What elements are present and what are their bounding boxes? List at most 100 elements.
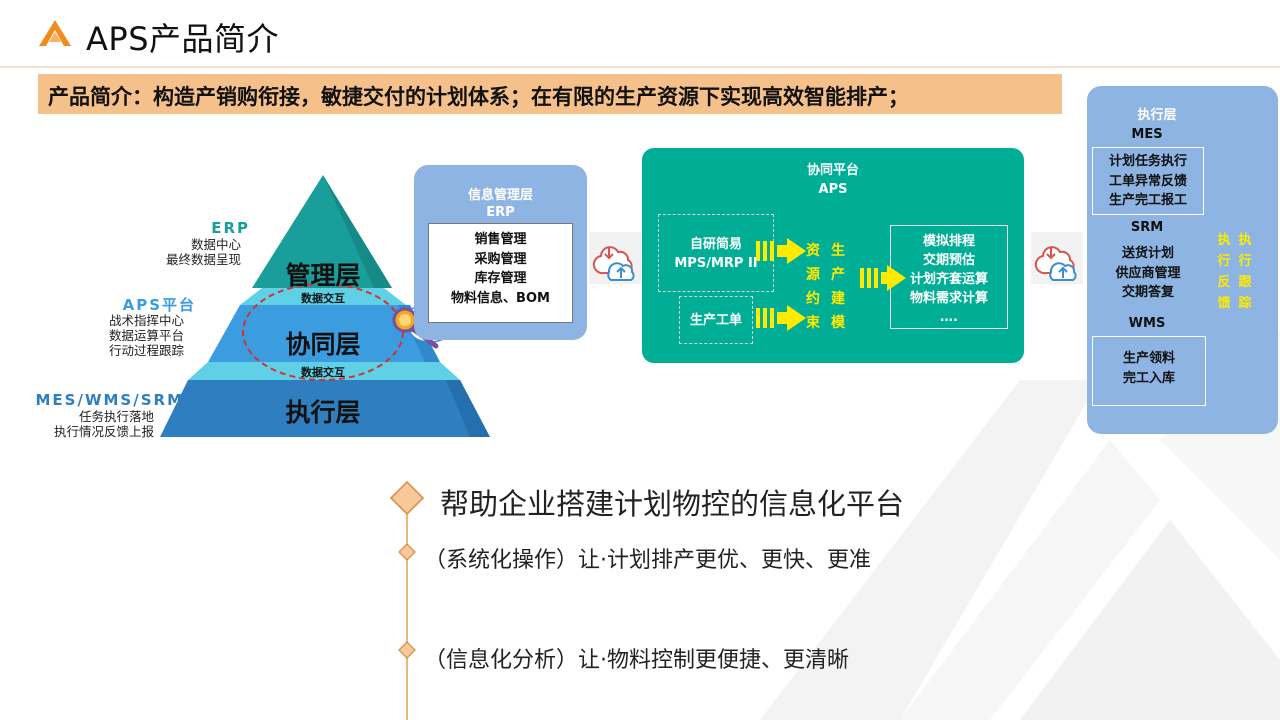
- work-order-label: 生产工单: [689, 313, 742, 328]
- info-management-card: 信息管理层 ERP 销售管理 采购管理 库存管理 物料信息、BOM: [414, 165, 587, 340]
- arrow-mps-to-constraint: [756, 238, 806, 264]
- cloud-sync-icon: [589, 232, 641, 284]
- pyramid-upper-band: [240, 288, 406, 305]
- resource-constraint-char: 束: [806, 315, 820, 331]
- arrow-order-to-constraint: [756, 305, 806, 331]
- execution-layer-panel: 执行层 MES 计划任务执行 工单异常反馈 生产完工报工 SRM 送货计划 供应…: [1087, 86, 1278, 434]
- srm-title: SRM: [1130, 220, 1164, 235]
- execution-description: 任务执行落地 执行情况反馈上报: [14, 409, 154, 439]
- pyramid-layer-management: 管理层: [285, 261, 361, 290]
- feedback-char: 反: [1217, 275, 1231, 290]
- aps-desc-line: 行动过程跟踪: [108, 343, 184, 358]
- scheduling-functions-box: 模拟排程 交期预估 计划齐套运算 物料需求计算 ….: [890, 225, 1008, 329]
- aps-description: 战术指挥中心 数据运算平台 行动过程跟踪: [64, 313, 184, 358]
- cloud-sync-icon: [1031, 232, 1083, 284]
- info-card-subtitle: ERP: [486, 205, 515, 220]
- tracking-vertical-label: 执 行 跟 踪: [1237, 230, 1253, 314]
- erp-item: 采购管理: [474, 251, 527, 267]
- bullet-diamond-icon: [398, 641, 416, 659]
- erp-description: 数据中心 最终数据呈现: [120, 237, 241, 267]
- brand-logo-icon: [39, 20, 71, 46]
- tracking-char: 执: [1238, 233, 1252, 248]
- erp-item: 库存管理: [474, 271, 527, 286]
- summary-point: （信息化分析）让·物料控制更便捷、更清晰: [424, 648, 849, 673]
- production-modeling-char: 模: [831, 315, 845, 331]
- scheduling-function: 物料需求计算: [909, 291, 988, 306]
- erp-desc-line: 最终数据呈现: [165, 252, 241, 267]
- headline-diamond-icon: [389, 480, 425, 516]
- mes-title: MES: [1131, 127, 1163, 142]
- execution-panel-title: 执行层: [1137, 108, 1177, 123]
- erp-item: 物料信息、BOM: [451, 290, 550, 306]
- aps-card-title: 协同平台: [806, 163, 859, 178]
- feedback-char: 行: [1217, 254, 1231, 269]
- intro-banner: 产品简介：构造产销购衔接，敏捷交付的计划体系；在有限的生产资源下实现高效智能排产…: [38, 74, 1062, 114]
- summary-headline: 帮助企业搭建计划物控的信息化平台: [440, 487, 905, 521]
- feedback-vertical-label: 执 行 反 馈: [1216, 230, 1232, 314]
- layer-pyramid: [160, 175, 490, 437]
- mps-mrp-line1: 自研简易: [689, 237, 742, 252]
- pyramid-layer-execution: 执行层: [285, 398, 361, 427]
- category-aps: APS平台: [122, 296, 196, 314]
- feedback-char: 执: [1217, 233, 1231, 248]
- aps-platform-card: 协同平台 APS 自研简易 MPS/MRP II 生产工单 资 源 约 束 生 …: [642, 148, 1024, 363]
- scheduling-function: 交期预估: [922, 253, 975, 268]
- wms-item: 生产领料: [1122, 351, 1175, 366]
- erp-item: 销售管理: [474, 232, 527, 247]
- summary-point: （系统化操作）让·计划排产更优、更快、更准: [424, 548, 871, 573]
- flow-arrows: [756, 238, 906, 331]
- title-divider: [0, 66, 1280, 68]
- category-erp: ERP: [211, 219, 250, 237]
- scheduling-function: ….: [940, 310, 958, 325]
- resource-constraint-char: 源: [806, 267, 820, 283]
- mes-box: 计划任务执行 工单异常反馈 生产完工报工: [1092, 147, 1204, 215]
- resource-constraint-char: 资: [806, 243, 820, 259]
- pyramid-bottom-layer: [160, 380, 490, 437]
- work-order-box: 生产工单: [679, 296, 753, 344]
- erp-desc-line: 数据中心: [190, 237, 241, 252]
- exec-desc-line: 任务执行落地: [78, 409, 154, 424]
- resource-constraint-label: 资 源 约 束: [805, 239, 821, 335]
- tracking-char: 跟: [1238, 275, 1252, 290]
- scheduling-function: 计划齐套运算: [909, 272, 988, 287]
- tracking-char: 行: [1238, 254, 1252, 269]
- scheduling-function: 模拟排程: [922, 234, 975, 249]
- wms-title: WMS: [1128, 316, 1166, 331]
- aps-desc-line: 战术指挥中心: [108, 313, 184, 328]
- srm-box: 送货计划 供应商管理 交期答复: [1092, 240, 1204, 312]
- production-modeling-char: 产: [831, 267, 845, 283]
- aps-card-subtitle: APS: [818, 182, 848, 197]
- bullet-diamond-icon: [398, 543, 416, 561]
- feedback-char: 馈: [1217, 296, 1231, 311]
- mps-mrp-line2: MPS/MRP II: [674, 256, 758, 271]
- category-mes-wms-srm: MES/WMS/SRM: [35, 391, 184, 409]
- intro-banner-text: 产品简介：构造产销购衔接，敏捷交付的计划体系；在有限的生产资源下实现高效智能排产…: [48, 85, 909, 109]
- srm-item: 交期答复: [1121, 285, 1174, 300]
- srm-item: 送货计划: [1121, 246, 1174, 261]
- production-modeling-char: 建: [831, 291, 845, 307]
- srm-item: 供应商管理: [1115, 265, 1181, 281]
- aps-desc-line: 数据运算平台: [108, 328, 184, 343]
- info-card-title: 信息管理层: [467, 188, 533, 203]
- pyramid-middle-layer: [208, 305, 440, 362]
- pyramid-lower-band: [188, 362, 460, 380]
- production-modeling-char: 生: [831, 243, 845, 259]
- production-modeling-label: 生 产 建 模: [830, 239, 846, 335]
- page-title: APS产品简介: [86, 20, 280, 58]
- mes-item: 计划任务执行: [1108, 154, 1187, 169]
- summary-timeline: [389, 480, 425, 720]
- arrow-to-functions: [860, 265, 906, 291]
- resource-constraint-char: 约: [806, 291, 820, 307]
- exec-desc-line: 执行情况反馈上报: [53, 424, 154, 439]
- data-exchange-label-upper: 数据交互: [301, 292, 345, 305]
- mes-item: 工单异常反馈: [1108, 173, 1187, 189]
- wms-box: 生产领料 完工入库: [1092, 336, 1206, 406]
- mes-item: 生产完工报工: [1108, 193, 1187, 208]
- tracking-char: 踪: [1238, 296, 1252, 311]
- erp-function-box: 销售管理 采购管理 库存管理 物料信息、BOM: [428, 223, 573, 323]
- data-exchange-label-lower: 数据交互: [301, 366, 345, 379]
- wms-item: 完工入库: [1122, 370, 1175, 386]
- pyramid-layer-collaboration: 协同层: [285, 330, 361, 359]
- pyramid-top-layer: [252, 175, 392, 288]
